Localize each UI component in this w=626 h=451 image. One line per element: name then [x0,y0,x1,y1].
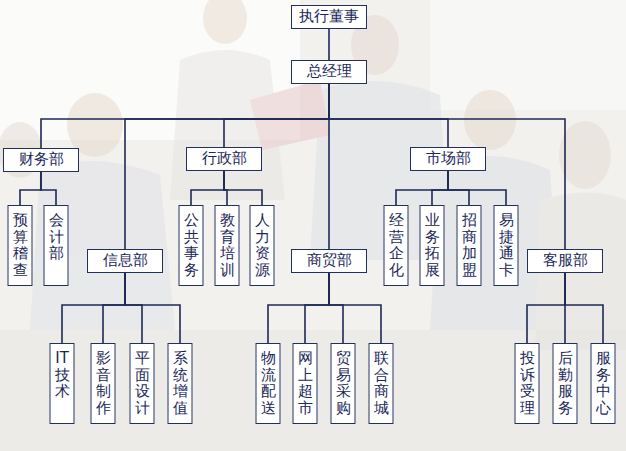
department-box: 总经理 [291,60,367,84]
org-connector [305,273,329,344]
node-label: 系统增值 [173,350,188,416]
department-box: 财务部 [3,148,79,172]
section-box: 服务中心 [591,343,616,424]
node-label: 物流配送 [261,350,276,416]
node-label: 财务部 [11,150,71,170]
department-box: 商贸部 [291,249,367,273]
org-connector [329,273,381,344]
node-label: 预算稽查 [13,212,28,278]
org-connector [268,273,329,344]
section-box: 投诉受理 [515,343,540,424]
node-label: 人力资源 [255,212,270,278]
section-box: 招商加盟 [457,205,482,286]
node-label: 业务拓展 [425,212,440,278]
department-box: 市场部 [410,147,486,171]
node-label: 投诉受理 [520,350,535,416]
node-label: 易捷通卡 [499,212,514,278]
org-connector [527,273,565,344]
section-box: 贸易采购 [331,343,356,424]
org-connector [41,172,56,206]
section-box: 联合商城 [369,343,394,424]
node-label: 商贸部 [299,251,359,271]
node-label: 会计部 [49,212,64,262]
section-box: 经营企化 [384,205,409,286]
node-label: 经营企化 [389,212,404,278]
org-connector [329,84,565,250]
node-label: IT技术 [55,350,70,400]
node-label: 联合商城 [374,350,389,416]
node-label: 行政部 [194,149,254,169]
section-box: 教育培训 [215,205,240,286]
org-connector [125,273,180,344]
org-connector [328,29,330,61]
org-connector [20,172,41,206]
node-label: 网上超市 [298,350,313,416]
section-box: 网上超市 [293,343,318,424]
node-label: 市场部 [418,149,478,169]
org-connector [565,273,603,344]
section-box: 影音制作 [91,343,116,424]
section-box: 公共事务 [179,205,204,286]
table-top [0,330,626,451]
org-connector [103,273,125,344]
section-box: 后勤服务 [553,343,578,424]
node-label: 总经理 [299,62,359,82]
section-box: 人力资源 [250,205,275,286]
section-box: 预算稽查 [8,205,33,286]
department-box: 行政部 [186,147,262,171]
org-connector [329,273,343,344]
node-label: 执行董事 [299,7,359,27]
node-label: 影音制作 [96,350,111,416]
node-label: 公共事务 [184,212,199,278]
department-box: 执行董事 [291,5,367,29]
section-box: 系统增值 [168,343,193,424]
section-box: 会计部 [44,205,69,286]
org-connector [432,171,448,206]
section-box: 物流配送 [256,343,281,424]
section-box: 平面设计 [130,343,155,424]
org-connector [224,84,329,148]
section-box: IT技术 [50,343,75,424]
org-connector [125,273,142,344]
node-label: 平面设计 [135,350,150,416]
department-box: 客服部 [527,249,603,273]
node-label: 客服部 [535,251,595,271]
node-label: 服务中心 [596,350,611,416]
node-label: 信息部 [95,251,155,271]
node-label: 后勤服务 [558,350,573,416]
org-connector [396,171,448,206]
org-connector [329,84,448,148]
node-label: 教育培训 [220,212,235,278]
org-connector [448,171,506,206]
org-connector [62,273,125,344]
people-silhouettes [0,0,626,350]
node-label: 贸易采购 [336,350,351,416]
org-connector [191,171,224,206]
section-box: 易捷通卡 [494,205,519,286]
org-connector [448,171,469,206]
department-box: 信息部 [87,249,163,273]
window-light [430,0,626,110]
org-connector [224,171,262,206]
section-box: 业务拓展 [420,205,445,286]
node-label: 招商加盟 [462,212,477,278]
org-connector [41,84,329,149]
